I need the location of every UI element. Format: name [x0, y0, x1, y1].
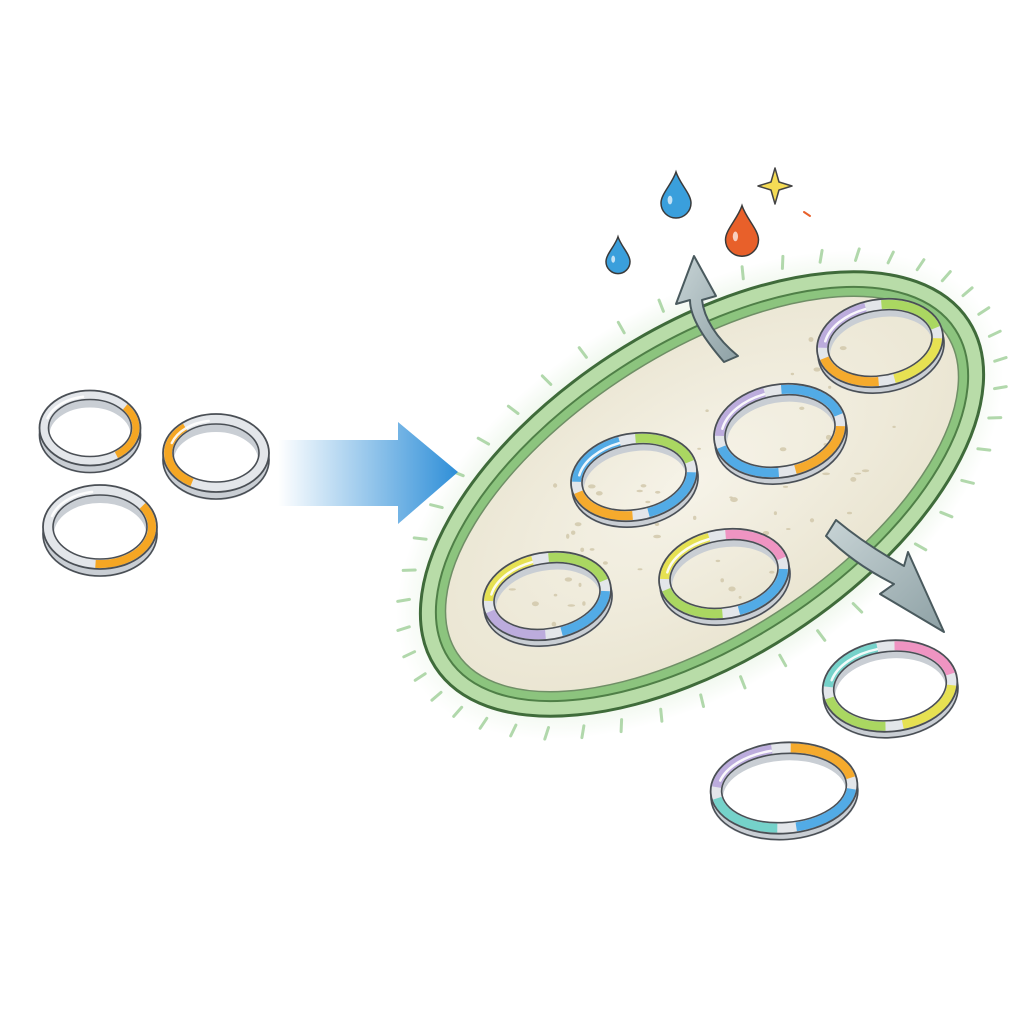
sparkle-icon: [757, 167, 811, 217]
droplet-icon: [660, 169, 692, 219]
arrow-right-icon: [278, 422, 458, 524]
plasmid-free-1: [38, 389, 142, 474]
free-plasmids: [38, 389, 270, 577]
plasmid-internal-5: [658, 527, 792, 627]
plasmid-released-2: [709, 741, 859, 841]
curved-arrow-up-icon: [675, 255, 739, 363]
plasmid-released-1: [821, 639, 959, 739]
released-plasmids: [709, 639, 959, 841]
internal-plasmids: [482, 297, 946, 648]
plasmid-free-2: [162, 413, 270, 500]
plasmid-internal-2: [713, 382, 849, 486]
plasmid-internal-1: [570, 431, 700, 529]
plasmid-internal-3: [816, 297, 946, 395]
droplet-icon: [605, 234, 631, 275]
plasmid-internal-4: [482, 550, 614, 648]
plasmid-free-3: [42, 484, 158, 577]
droplet-icon: [724, 203, 760, 257]
curved-arrow-right-icon: [825, 519, 945, 633]
droplets: [605, 169, 760, 275]
